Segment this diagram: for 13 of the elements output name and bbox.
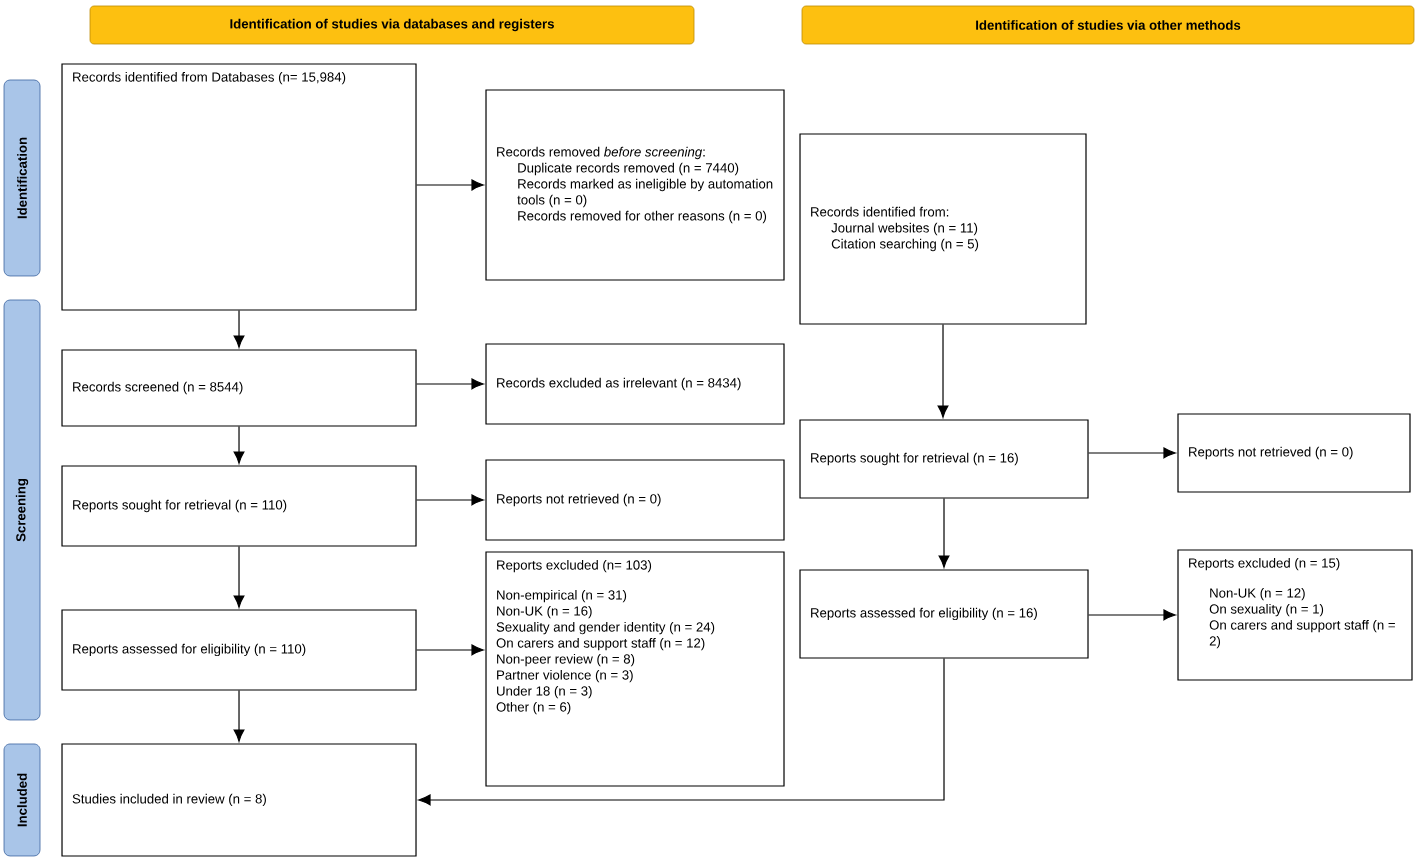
arrow [233,425,245,464]
arrow [233,546,245,608]
arrow [233,310,245,348]
arrow [1088,447,1176,459]
arrow [416,494,484,506]
arrow [416,644,484,656]
arrow [416,378,484,390]
arrow [937,324,949,418]
arrow [416,179,484,191]
arrow [1088,609,1176,621]
arrow [418,658,945,806]
arrow [233,690,245,742]
arrow [938,497,950,568]
